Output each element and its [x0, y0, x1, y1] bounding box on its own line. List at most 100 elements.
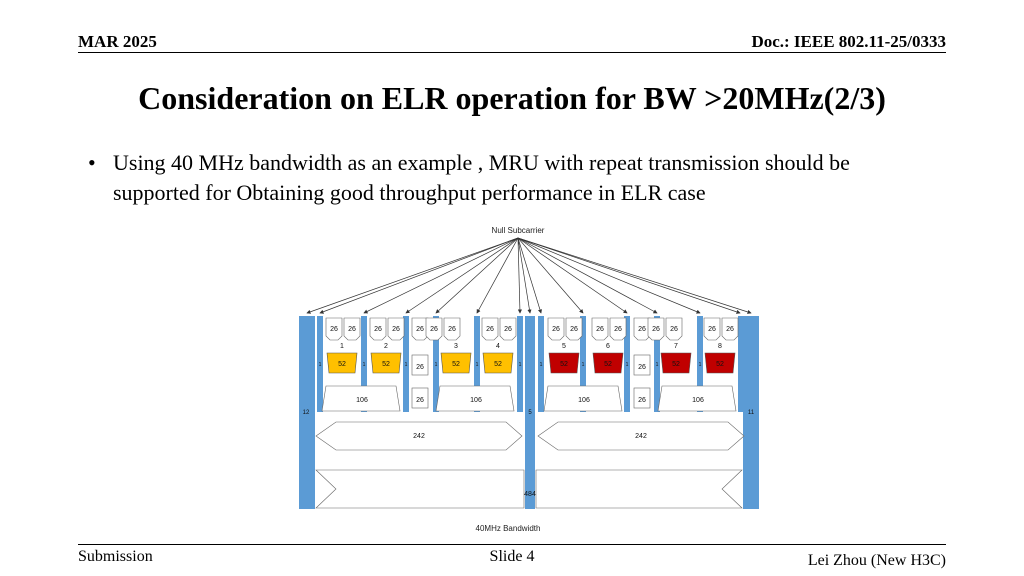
- ru52-index-label: 8: [718, 343, 722, 350]
- ru26-label: 26: [348, 326, 356, 333]
- ru52-block: [370, 352, 402, 374]
- ru26-block: [703, 317, 721, 341]
- null-subcarrier-arrow: [517, 237, 523, 314]
- ru26-label: 26: [570, 326, 578, 333]
- small-null: [538, 316, 544, 412]
- ru26-label: 26: [448, 326, 456, 333]
- ru52-index-label: 2: [384, 343, 388, 350]
- ru26-label: 26: [330, 326, 338, 333]
- small-null: [403, 316, 409, 412]
- ru52-block: [592, 352, 624, 374]
- null-subcarrier-arrow: [363, 237, 519, 314]
- ru242-label: 242: [413, 433, 425, 440]
- ru106-block: [321, 385, 401, 412]
- small-null-label: 1: [476, 362, 479, 368]
- null-subcarrier-arrow: [405, 237, 519, 314]
- ru26-block: [387, 317, 405, 341]
- slide-title: Consideration on ELR operation for BW >2…: [138, 80, 886, 116]
- ru26-label: 26: [652, 326, 660, 333]
- ru52-label: 52: [604, 361, 612, 368]
- footer-divider: [78, 544, 946, 545]
- ru26-center-label: 26: [638, 364, 646, 371]
- ru484-label: 484: [524, 491, 536, 498]
- null-subcarrier-label: Null Subcarrier: [492, 226, 545, 235]
- bullet-marker: •: [88, 150, 96, 175]
- null-subcarrier-arrow: [517, 237, 658, 314]
- ru26-block: [499, 317, 517, 341]
- ru26-block: [609, 317, 627, 341]
- null-subcarrier-arrow: [517, 237, 542, 314]
- small-null-label: 1: [519, 362, 522, 368]
- null-subcarrier-arrow: [319, 237, 519, 314]
- ru26-label: 26: [614, 326, 622, 333]
- ru52-label: 52: [382, 361, 390, 368]
- header-doc-id: Doc.: IEEE 802.11-25/0333: [751, 32, 946, 51]
- small-null: [624, 316, 630, 412]
- null-subcarrier-arrow: [435, 237, 519, 314]
- ru26-block: [481, 317, 499, 341]
- small-null-label: 1: [626, 362, 629, 368]
- ru52-index-label: 5: [562, 343, 566, 350]
- small-null-label: 1: [319, 362, 322, 368]
- small-null: [317, 316, 323, 412]
- null-subcarrier-arrow: [517, 237, 628, 314]
- small-null: [474, 316, 480, 412]
- null-subcarrier-arrow: [517, 237, 532, 314]
- ru242-block: [537, 421, 745, 451]
- ru52-index-label: 4: [496, 343, 500, 350]
- ru52-block: [482, 352, 514, 374]
- ru26-center-block: [411, 354, 429, 376]
- small-null: [361, 316, 367, 412]
- small-null-label: 1: [699, 362, 702, 368]
- ru242-block: [315, 421, 523, 451]
- null-subcarrier-arrow: [517, 237, 752, 314]
- ru26-block: [547, 317, 565, 341]
- small-null: [654, 316, 660, 412]
- ru26-block: [665, 317, 683, 341]
- small-null: [580, 316, 586, 412]
- ru52-label: 52: [494, 361, 502, 368]
- ru52-label: 52: [338, 361, 346, 368]
- ru52-label: 52: [716, 361, 724, 368]
- ru26-block: [721, 317, 739, 341]
- bandwidth-label: 40MHz Bandwidth: [476, 524, 541, 533]
- ru26-center-block: [411, 387, 429, 409]
- small-null-label: 1: [540, 362, 543, 368]
- small-null: [697, 316, 703, 412]
- ru26-block: [325, 317, 343, 341]
- ru26-label: 26: [708, 326, 716, 333]
- ru106-block: [435, 385, 515, 412]
- footer-author: Lei Zhou (New H3C): [807, 552, 946, 569]
- ru106-block: [657, 385, 737, 412]
- ru26-label: 26: [552, 326, 560, 333]
- ru52-index-label: 7: [674, 343, 678, 350]
- small-null: [738, 316, 743, 412]
- small-null-label: 1: [363, 362, 366, 368]
- ru26-label: 26: [430, 326, 438, 333]
- ru106-label: 106: [356, 397, 368, 404]
- center-null-label: 5: [528, 410, 532, 416]
- small-null-label: 1: [656, 362, 659, 368]
- small-null-label: 1: [405, 362, 408, 368]
- ru484-right-half: [535, 469, 743, 509]
- ru26-center-block: [633, 387, 651, 409]
- ru52-block: [326, 352, 358, 374]
- ru26-center-label: 26: [416, 364, 424, 371]
- ru26-label: 26: [638, 326, 646, 333]
- ru52-index-label: 6: [606, 343, 610, 350]
- bullet-text: Using 40 MHz bandwidth as an example , M…: [113, 150, 850, 205]
- header-divider: [78, 52, 946, 53]
- ru106-label: 106: [470, 397, 482, 404]
- ru26-center-block: [633, 354, 651, 376]
- center-null: [525, 316, 535, 509]
- ru26-label: 26: [596, 326, 604, 333]
- ru26-block: [425, 317, 443, 341]
- ru26-label: 26: [392, 326, 400, 333]
- ru484-left-half: [315, 469, 525, 509]
- ru26-label: 26: [486, 326, 494, 333]
- ru26-label: 26: [374, 326, 382, 333]
- ru52-index-label: 3: [454, 343, 458, 350]
- footer-submission: Submission: [78, 548, 153, 565]
- small-null-label: 1: [582, 362, 585, 368]
